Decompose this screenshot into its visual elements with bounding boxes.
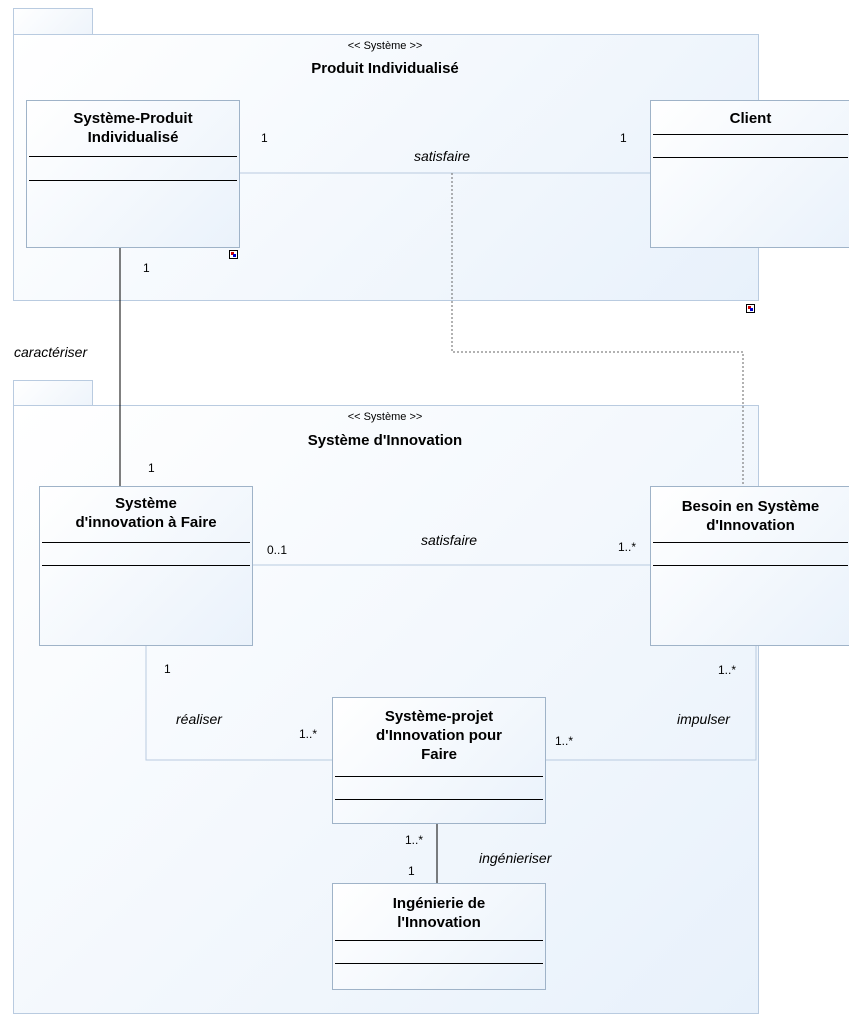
class-separator — [335, 776, 543, 777]
multiplicity-label: 1..* — [555, 734, 574, 748]
multiplicity-label: 1..* — [618, 540, 637, 554]
class-name: Ingénierie de l'Innovation — [392, 895, 486, 931]
element-marker-icon — [746, 304, 755, 313]
multiplicity-label: 1..* — [299, 727, 318, 741]
class-separator — [653, 134, 848, 135]
class-separator — [29, 156, 237, 157]
association-label: impulser — [677, 711, 730, 727]
class-systeme-produit-individualise[interactable]: Système-Produit Individualisé — [26, 100, 240, 248]
package-stereotype: << Système >> — [347, 40, 423, 52]
class-separator — [29, 180, 237, 181]
association-label: réaliser — [176, 711, 222, 727]
class-name: Client — [729, 110, 772, 127]
association-label: caractériser — [14, 344, 88, 360]
package-title: Système d'Innovation — [307, 432, 463, 449]
package-title: Produit Individualisé — [311, 60, 459, 77]
class-name: Besoin en Système d'Innovation — [681, 498, 820, 534]
multiplicity-label: 1 — [620, 131, 627, 145]
class-separator — [42, 565, 250, 566]
class-separator — [653, 157, 848, 158]
package-tab-produit — [13, 8, 93, 35]
multiplicity-label: 0..1 — [267, 543, 288, 557]
package-stereotype: << Système >> — [347, 411, 423, 423]
class-separator — [42, 542, 250, 543]
association-label: ingénieriser — [479, 850, 552, 866]
class-client[interactable]: Client — [650, 100, 849, 248]
class-besoin-systeme-innovation[interactable]: Besoin en Système d'Innovation — [650, 486, 849, 646]
class-name: Système-projet d'Innovation pour Faire — [375, 708, 503, 763]
multiplicity-label: 1 — [261, 131, 268, 145]
class-systeme-projet-innovation[interactable]: Système-projet d'Innovation pour Faire — [332, 697, 546, 824]
class-separator — [653, 565, 848, 566]
multiplicity-label: 1 — [148, 461, 155, 475]
multiplicity-label: 1 — [408, 864, 415, 878]
class-separator — [653, 542, 848, 543]
multiplicity-label: 1 — [164, 662, 171, 676]
class-ingenierie-innovation[interactable]: Ingénierie de l'Innovation — [332, 883, 546, 990]
class-name: Système-Produit Individualisé — [73, 110, 193, 146]
element-marker-icon — [229, 250, 238, 259]
association-label: satisfaire — [414, 148, 471, 164]
class-separator — [335, 799, 543, 800]
class-separator — [335, 940, 543, 941]
class-systeme-innovation-a-faire[interactable]: Système d'innovation à Faire — [39, 486, 253, 646]
association-label: satisfaire — [421, 532, 478, 548]
multiplicity-label: 1..* — [718, 663, 737, 677]
package-tab-innovation — [13, 380, 93, 407]
multiplicity-label: 1..* — [405, 833, 424, 847]
class-separator — [335, 963, 543, 964]
multiplicity-label: 1 — [143, 261, 150, 275]
class-name: Système d'innovation à Faire — [75, 495, 217, 531]
